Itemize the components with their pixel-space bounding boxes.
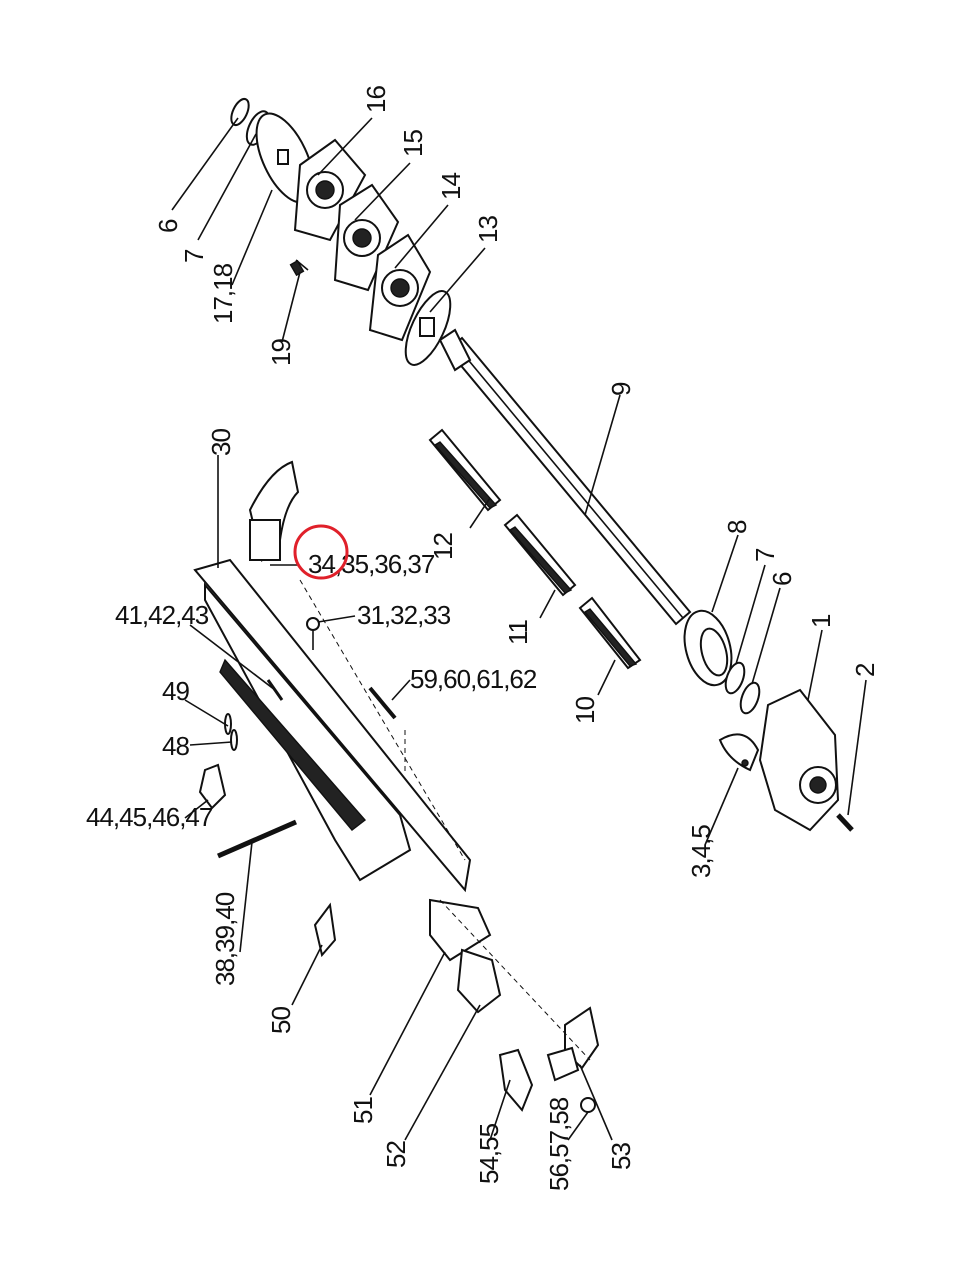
label-44-45-46-47: 44,45,46,47	[86, 802, 213, 832]
label-34-35-36-37: 34,35,36,37	[308, 549, 435, 579]
part-14-bearing	[368, 233, 432, 342]
part-13-washer	[404, 290, 452, 366]
part-52-plate	[456, 948, 502, 1014]
part-1-housing	[758, 688, 840, 832]
part-19-screw	[289, 259, 309, 277]
label-59-60-61-62: 59,60,61,62	[410, 664, 537, 694]
label-50: 50	[266, 1007, 296, 1034]
part-15-bearing	[333, 183, 400, 292]
part-59-spring	[368, 686, 397, 720]
highlight-circle	[293, 524, 349, 580]
label-30: 30	[206, 429, 236, 456]
part-50-clip	[313, 902, 337, 958]
label-19: 19	[266, 339, 296, 366]
part-3-4-5-clip	[718, 733, 760, 772]
part-12-bar	[428, 428, 502, 512]
leader-lines	[171, 117, 867, 1141]
label-7-bottom: 7	[750, 548, 780, 562]
part-10-bar	[578, 596, 642, 670]
part-2-pin	[836, 813, 854, 832]
label-6-bottom: 6	[767, 572, 797, 586]
part-30-frame	[193, 558, 472, 893]
label-1: 1	[806, 614, 836, 628]
label-53: 53	[606, 1143, 636, 1170]
part-54-55-foot	[498, 1048, 534, 1112]
part-16-bearing	[293, 138, 367, 242]
label-15: 15	[398, 130, 428, 157]
label-6-top: 6	[153, 219, 183, 233]
label-14: 14	[436, 173, 466, 200]
part-11-bar	[503, 513, 577, 597]
label-11: 11	[503, 619, 533, 645]
label-48: 48	[162, 731, 189, 761]
label-3-4-5: 3,4,5	[686, 825, 716, 878]
part-6-top-ring	[230, 97, 250, 127]
label-38-39-40: 38,39,40	[210, 892, 240, 986]
label-16: 16	[361, 86, 391, 113]
label-54-55: 54,55	[474, 1123, 504, 1184]
part-31-bolt	[306, 617, 320, 650]
label-2: 2	[850, 663, 880, 677]
part-44-block	[198, 763, 227, 810]
part-56-57-58-bolt	[546, 1046, 596, 1113]
label-7-top: 7	[179, 249, 209, 263]
part-8-collar	[683, 609, 733, 687]
label-13: 13	[473, 216, 503, 243]
part-51-plate	[429, 898, 492, 962]
label-51: 51	[348, 1097, 378, 1124]
label-17-18: 17,18	[208, 263, 238, 324]
part-7-bottom-ring	[724, 661, 746, 695]
label-41-42-43: 41,42,43	[115, 600, 209, 630]
part-38-threaded-rod	[217, 819, 297, 859]
part-6-bottom-ring	[739, 681, 761, 715]
label-52: 52	[381, 1141, 411, 1168]
part-48-49-washers	[224, 713, 238, 751]
label-8: 8	[722, 520, 752, 534]
part-9-shaft	[438, 328, 692, 626]
label-49: 49	[162, 676, 189, 706]
label-56-57-58: 56,57,58	[544, 1097, 574, 1191]
part-34-bracket	[248, 460, 300, 563]
assembly-guide-line	[299, 579, 591, 1061]
label-9: 9	[606, 382, 636, 396]
label-31-32-33: 31,32,33	[357, 600, 451, 630]
label-12: 12	[428, 533, 458, 560]
label-10: 10	[570, 697, 600, 724]
